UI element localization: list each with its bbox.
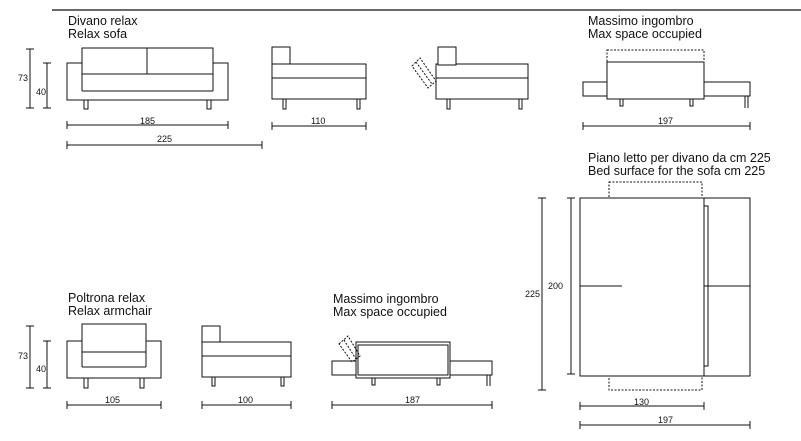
armchair-max-space-view: [331, 335, 493, 409]
sofa-width-inner-label: 185: [140, 116, 156, 126]
armchair-height-seat-label: 40: [36, 364, 47, 374]
armchair-title-it: Poltrona relax: [68, 291, 146, 305]
bed-width-inner-label: 130: [634, 397, 650, 407]
sofa-side-view: [271, 46, 367, 130]
armchair-height-total-label: 73: [18, 351, 29, 361]
bed-surface-title-en: Bed surface for the sofa cm 225: [588, 164, 766, 178]
sofa-width-outer-label: 225: [157, 134, 173, 144]
bed-width-outer-label: 197: [658, 415, 674, 425]
sofa-depth-label: 110: [311, 116, 326, 126]
armchair-width-label: 105: [105, 395, 121, 405]
bed-surface-title-it: Piano letto per divano da cm 225: [588, 151, 771, 165]
armchair-front-view: [26, 323, 162, 409]
sofa-height-dims: [26, 48, 51, 109]
sofa-max-space-view: [582, 49, 751, 130]
armchair-title-en: Relax armchair: [68, 304, 153, 318]
sofa-height-total-label: 73: [18, 73, 29, 83]
max-space-sofa-title-it: Massimo ingombro: [588, 14, 694, 28]
sofa-front-view: [66, 47, 229, 110]
armchair-max-length-label: 187: [405, 395, 421, 405]
max-space-armchair-title-en: Max space occupied: [333, 305, 447, 319]
sofa-max-length-label: 197: [658, 116, 674, 126]
armchair-side-view: [201, 325, 292, 409]
sofa-height-seat-label: 40: [36, 87, 47, 97]
bed-surface-plan: [538, 181, 751, 429]
sofa-reclined-view: [411, 46, 529, 110]
bed-length-outer-label: 225: [525, 289, 541, 299]
max-space-sofa-title-en: Max space occupied: [588, 27, 702, 41]
sofa-title-it: Divano relax: [68, 14, 138, 28]
sofa-width-dims: [66, 121, 263, 149]
armchair-depth-label: 100: [238, 395, 254, 405]
max-space-armchair-title-it: Massimo ingombro: [333, 292, 439, 306]
bed-length-inner-label: 200: [548, 281, 564, 291]
sofa-title-en: Relax sofa: [68, 27, 128, 41]
